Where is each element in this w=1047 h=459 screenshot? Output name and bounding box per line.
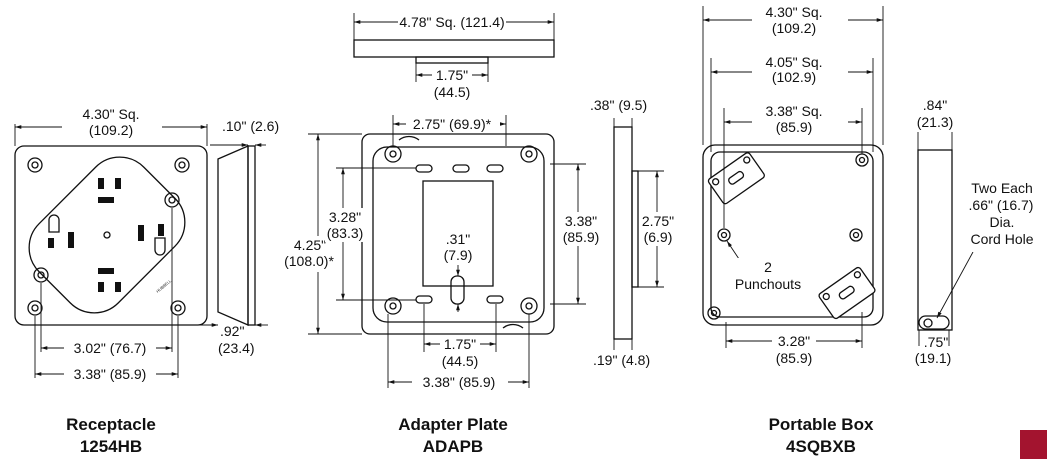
portable-side-bottom: .75" [924, 334, 948, 350]
adapter-side-bottom: .19" (4.8) [593, 352, 650, 368]
adapter-right-height: 3.38" [565, 213, 597, 229]
adapter-bottom-center-mm: (44.5) [442, 353, 479, 369]
adapter-hole-span: 2.75" (69.9)* [413, 116, 492, 132]
adapter-height: 4.25" [294, 237, 326, 253]
portable-caption-name: Portable Box [769, 415, 874, 434]
adapter-slot-mm: (7.9) [444, 247, 473, 263]
receptacle-depth-top: .10" (2.6) [222, 118, 279, 134]
receptacle-side-view [217, 145, 256, 326]
portable-outer-mm: (109.2) [772, 20, 816, 36]
receptacle-width-label: 4.30" Sq. [82, 106, 139, 122]
portable-side-top: .84" [923, 97, 947, 113]
adapter-inner-height: 3.28" [329, 209, 361, 225]
portable-side-top-mm: (21.3) [917, 114, 954, 130]
adapter-bottom-center: 1.75" [444, 336, 476, 352]
adapter-top-center: 1.75" [436, 67, 468, 83]
portable-inner-mm: (85.9) [776, 119, 813, 135]
cord-hole-line1: Two Each [971, 180, 1032, 196]
receptacle-caption-model: 1254HB [80, 437, 142, 456]
adapter-side-view [613, 126, 639, 340]
portable-box-side-view [917, 149, 953, 331]
portable-outer: 4.30" Sq. [765, 4, 822, 20]
receptacle-inner-spacing: 3.02" (76.7) [74, 340, 147, 356]
adapter-right-height-mm: (85.9) [563, 229, 600, 245]
adapter-height-mm: (108.0)* [284, 253, 334, 269]
cord-hole-line4: Cord Hole [970, 231, 1033, 247]
receptacle-caption-name: Receptacle [66, 415, 156, 434]
punchout-count: 2 [764, 259, 772, 275]
portable-bottom-mm: (85.9) [776, 350, 813, 366]
adapter-top-view [353, 39, 555, 64]
cord-hole-line3: Dia. [990, 214, 1015, 230]
adapter-caption-model: ADAPB [423, 437, 483, 456]
receptacle-depth-bottom: .92" [220, 323, 244, 339]
adapter-bottom-width: 3.38" (85.9) [423, 374, 496, 390]
adapter-caption-name: Adapter Plate [398, 415, 508, 434]
portable-box-front-view [702, 144, 884, 326]
portable-side-bottom-mm: (19.1) [915, 350, 952, 366]
adapter-front-view [361, 133, 555, 335]
adapter-side-top: .38" (9.5) [590, 97, 647, 113]
portable-mid-mm: (102.9) [772, 69, 816, 85]
adapter-top-width: 4.78" Sq. (121.4) [399, 14, 504, 30]
punchout-label: Punchouts [735, 276, 801, 292]
receptacle-outer-spacing: 3.38" (85.9) [74, 366, 147, 382]
adapter-top-center-mm: (44.5) [434, 84, 471, 100]
adapter-inner-height-mm: (83.3) [327, 225, 364, 241]
svg-text:HUBBELL: HUBBELL [155, 278, 173, 294]
portable-bottom: 3.28" [778, 333, 810, 349]
adapter-slot: .31" [446, 231, 470, 247]
portable-inner: 3.38" Sq. [765, 103, 822, 119]
adapter-side-height: 2.75" [642, 213, 674, 229]
receptacle-front-view: HUBBELL [14, 145, 208, 326]
receptacle-width-mm: (109.2) [89, 122, 133, 138]
accent-square [1020, 430, 1047, 459]
portable-caption-model: 4SQBXB [786, 437, 856, 456]
adapter-side-height-mm: (6.9) [644, 229, 673, 245]
receptacle-depth-bottom-mm: (23.4) [218, 340, 255, 356]
cord-hole-line2: .66" (16.7) [969, 197, 1034, 213]
portable-mid: 4.05" Sq. [765, 54, 822, 70]
